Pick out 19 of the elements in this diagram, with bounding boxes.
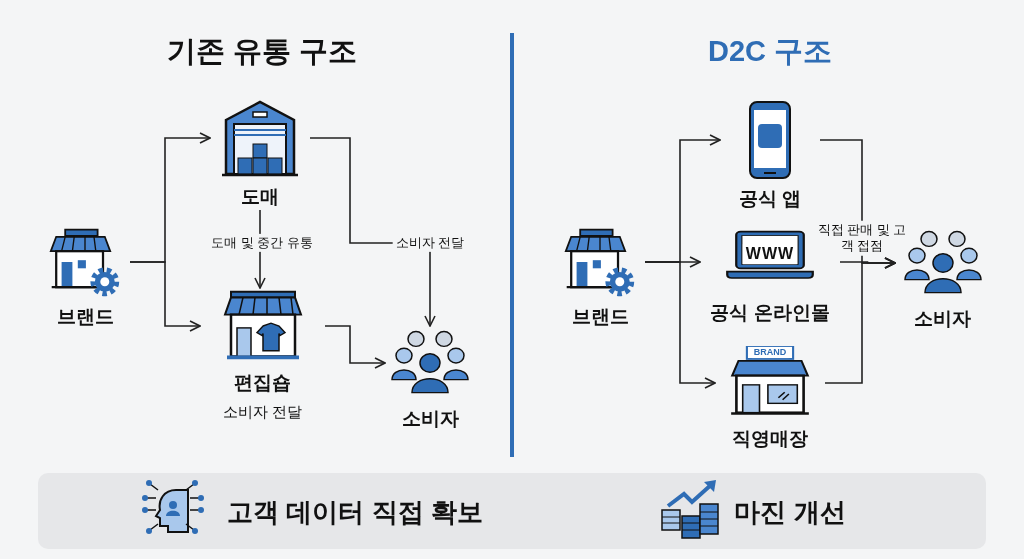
node-label: 브랜드 [571,306,629,329]
arrow [824,257,896,384]
section-heading: 기존 유통 구조 [166,36,358,68]
node-label: 편집숍 [234,372,291,395]
benefit-text: 고객 데이터 직접 확보 [227,497,483,527]
node-label: 브랜드 [56,306,114,329]
node-caption: 소비자 전달 [222,402,303,421]
node-label: 도매 [241,186,279,209]
node-label: 소비자 [401,408,459,431]
node-label: 소비자 [914,308,971,331]
node-label: 공식 온라인몰 [710,302,830,325]
node-label: 공식 앱 [738,188,802,211]
benefit-text: 마진 개선 [734,497,846,527]
arrow [324,325,386,369]
arrow [644,261,716,389]
node-label: 직영매장 [732,428,808,451]
section-heading: D2C 구조 [707,36,833,68]
sign-text: BRAND [751,348,789,358]
arrow [129,261,201,332]
